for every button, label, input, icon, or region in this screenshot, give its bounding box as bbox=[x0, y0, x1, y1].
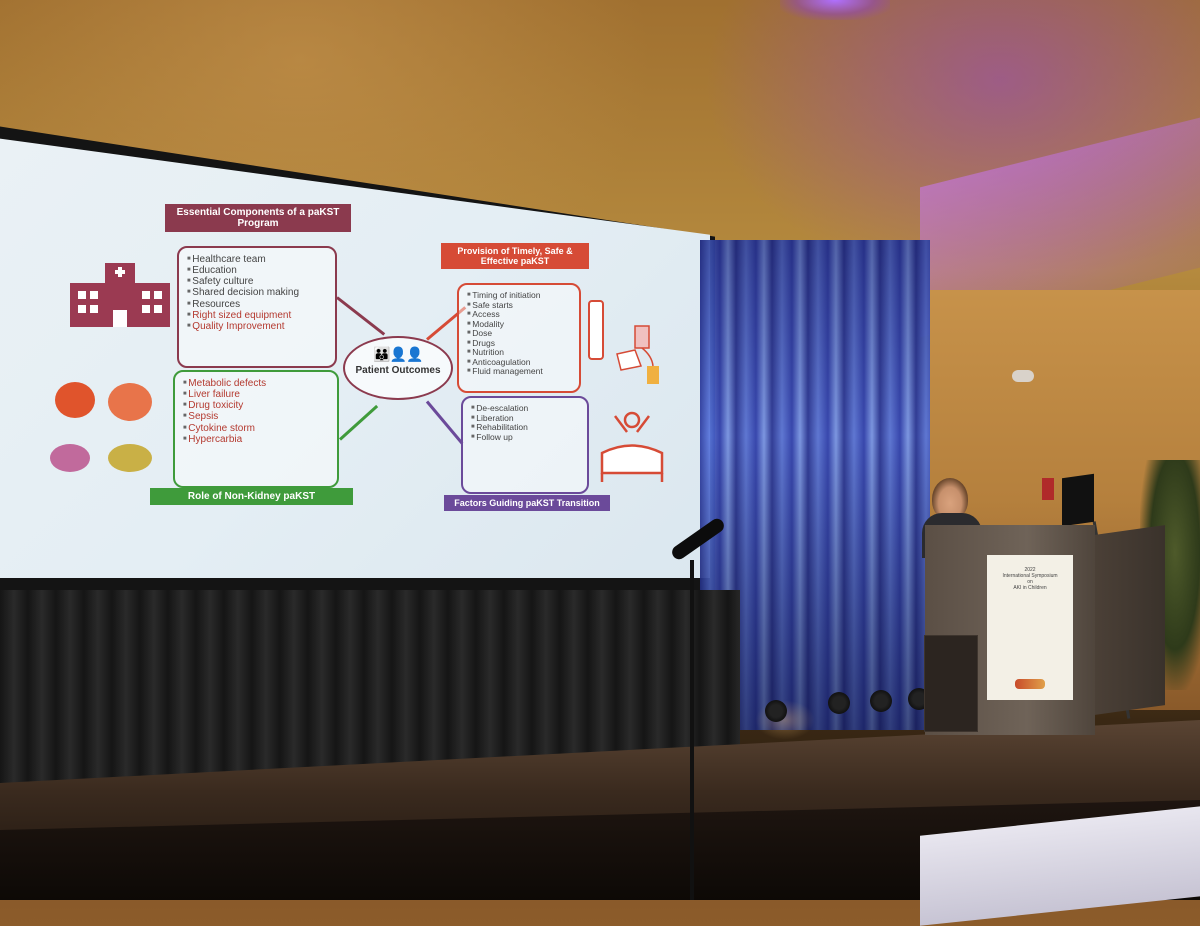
microphone-stand bbox=[690, 560, 694, 900]
floor-light bbox=[828, 692, 850, 714]
connector-factors bbox=[425, 400, 464, 445]
floor-light bbox=[765, 700, 787, 722]
list-item: Quality Improvement bbox=[187, 321, 327, 332]
podium-side bbox=[1095, 525, 1165, 715]
patient-outcomes-oval: 👪👤👤 Patient Outcomes bbox=[343, 336, 453, 400]
list-item: Sepsis bbox=[183, 411, 329, 423]
factors-box: De-escalation Liberation Rehabilitation … bbox=[461, 396, 589, 494]
list-item: Follow up bbox=[471, 432, 579, 443]
sign-line: International Symposium bbox=[1002, 573, 1058, 579]
list-item: Resources bbox=[187, 299, 327, 310]
factors-header: Factors Guiding paKST Transition bbox=[444, 495, 610, 511]
list-item: Access bbox=[467, 309, 571, 320]
floor-light bbox=[870, 690, 892, 712]
dialysis-machine-icon bbox=[588, 300, 659, 384]
sponsor-logo bbox=[1015, 679, 1045, 689]
list-item: Liver failure bbox=[183, 389, 329, 400]
organs-icon bbox=[50, 382, 152, 472]
hospital-icon bbox=[70, 263, 170, 327]
ceiling-camera bbox=[1012, 370, 1034, 382]
list-item: Hypercarbia bbox=[183, 434, 329, 445]
exit-sign bbox=[1042, 478, 1054, 500]
list-item: Drugs bbox=[467, 338, 571, 349]
sign-line: AKI in Children bbox=[1013, 585, 1047, 591]
list-item: Cytokine storm bbox=[183, 423, 329, 434]
family-icon: 👪👤👤 bbox=[373, 346, 423, 362]
list-item: Nutrition bbox=[467, 347, 571, 358]
slide: Essential Components of a paKST Program … bbox=[0, 138, 710, 578]
list-item: De-escalation bbox=[471, 403, 579, 414]
connector-essential bbox=[336, 296, 386, 336]
list-item: Education bbox=[187, 265, 327, 276]
list-item: Liberation bbox=[471, 413, 579, 424]
list-item: Fluid management bbox=[467, 366, 571, 377]
role-box: Metabolic defects Liver failure Drug tox… bbox=[173, 370, 339, 488]
sign-line: on bbox=[1027, 579, 1033, 585]
list-item: Modality bbox=[467, 319, 571, 330]
list-item: Drug toxicity bbox=[183, 400, 329, 411]
list-item: Rehabilitation bbox=[471, 422, 579, 433]
connector-role bbox=[338, 404, 379, 441]
essential-box: Healthcare team Education Safety culture… bbox=[177, 246, 337, 368]
podium-shelf bbox=[924, 635, 978, 732]
ceiling-light bbox=[780, 0, 890, 20]
provision-box: Timing of initiation Safe starts Access … bbox=[457, 283, 581, 393]
list-item: Healthcare team bbox=[187, 254, 327, 265]
list-item: Shared decision making bbox=[187, 287, 327, 299]
laptop bbox=[1062, 473, 1094, 527]
list-item: Anticoagulation bbox=[467, 357, 571, 368]
patient-bed-icon bbox=[600, 411, 664, 482]
list-item: Dose bbox=[467, 328, 571, 339]
patient-outcomes-label: Patient Outcomes bbox=[355, 365, 441, 376]
list-item: Timing of initiation bbox=[467, 290, 571, 301]
provision-header: Provision of Timely, Safe & Effective pa… bbox=[441, 243, 589, 269]
podium-sign: 2022 International Symposium on AKI in C… bbox=[987, 555, 1073, 700]
role-header: Role of Non-Kidney paKST bbox=[150, 488, 353, 505]
essential-header: Essential Components of a paKST Program bbox=[165, 204, 351, 232]
list-item: Right sized equipment bbox=[187, 310, 327, 321]
list-item: Metabolic defects bbox=[183, 378, 329, 389]
sign-line: 2022 bbox=[1024, 567, 1036, 573]
list-item: Safety culture bbox=[187, 276, 327, 287]
list-item: Safe starts bbox=[467, 300, 571, 311]
